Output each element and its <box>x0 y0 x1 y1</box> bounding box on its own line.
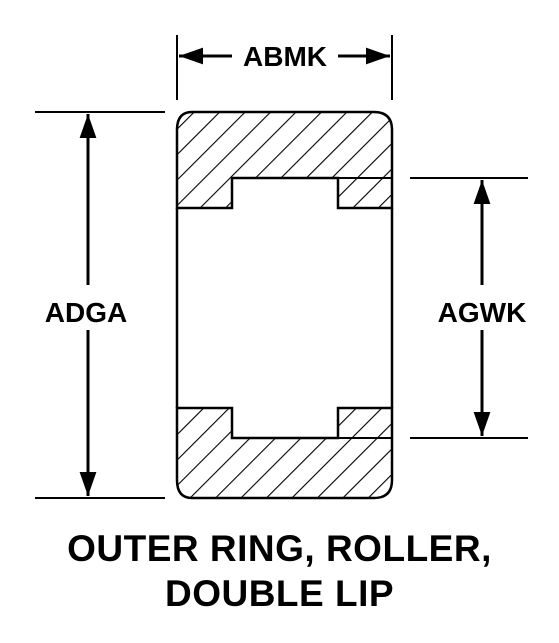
abmk-label: ABMK <box>243 41 327 72</box>
adga-label: ADGA <box>45 297 127 328</box>
bottom-ring-section <box>175 406 394 500</box>
agwk-label: AGWK <box>438 297 527 328</box>
caption-line-2: DOUBLE LIP <box>164 573 395 614</box>
top-ring-section <box>175 110 394 210</box>
caption-line-1: OUTER RING, ROLLER, <box>67 528 492 569</box>
